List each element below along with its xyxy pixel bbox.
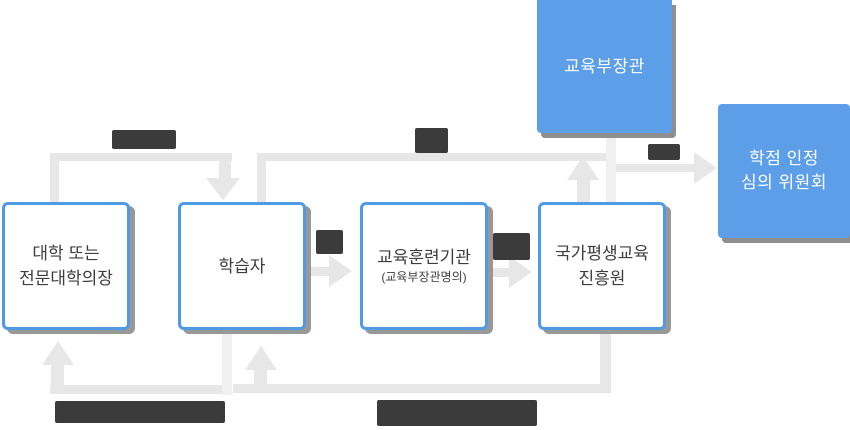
arrow-label-blob-bottom-center [377,400,537,426]
committee-label-line1: 학점 인정 [749,149,819,168]
connector-top-left-horizontal [50,153,232,161]
arrow-label-blob-to-committee [648,144,680,160]
connector-ministry-down-vertical [606,134,616,202]
box-credit-recognition-committee: 학점 인정 심의 위원회 [718,104,850,238]
nile-label-line2: 진흥원 [578,269,626,288]
connector-nile-down-vertical [600,333,611,391]
learner-label: 학습자 [218,256,266,276]
institution-sublabel: (교육부장관명의) [381,270,467,284]
box-ministry-of-education: 교육부장관 [537,0,672,133]
arrow-label-blob-learner-institution [316,230,343,254]
connector-bottom-left-horizontal [50,385,232,394]
connector-learner-down-vertical [222,333,232,395]
box-learner: 학습자 [178,202,306,330]
connector-learner-up-vertical [257,157,266,202]
connector-learner-institution-stem [309,267,331,276]
arrowhead-into-committee [694,152,717,184]
connector-down-to-learner-stem [219,158,231,182]
institution-label: 교육훈련기관 [377,248,471,267]
connector-up-into-university-stem [51,362,64,390]
university-label-line2: 전문대학의장 [19,269,113,288]
box-national-lifelong-education: 국가평생교육 진흥원 [538,202,666,330]
connector-bottom-center-horizontal [233,384,611,393]
arrow-label-blob-institution-nile [493,233,530,260]
connector-institution-nile-stem [489,268,511,277]
arrowhead-into-nile [509,256,532,288]
connector-to-committee-horizontal [612,164,695,172]
box-education-training-institution: 교육훈련기관 (교육부장관명의) [360,202,488,330]
box-ministry-label: 교육부장관 [564,56,645,76]
connector-university-up-vertical [50,156,59,202]
arrow-label-blob-top-center [415,128,448,153]
arrowhead-into-institution [329,255,352,287]
arrow-label-blob-bottom-left [55,401,225,423]
committee-label-line2: 심의 위원회 [741,173,827,192]
nile-label-line1: 국가평생교육 [555,244,649,263]
connector-top-center-horizontal [257,153,609,161]
box-university-president: 대학 또는 전문대학의장 [2,202,130,330]
arrowhead-up-into-university [42,341,74,365]
university-label-line1: 대학 또는 [32,244,100,263]
connector-up-into-learner-stem [254,366,267,390]
connector-up-arrow-stem [577,176,590,202]
arrowhead-down-into-learner [206,178,240,200]
arrow-label-blob-top-left [112,130,176,149]
